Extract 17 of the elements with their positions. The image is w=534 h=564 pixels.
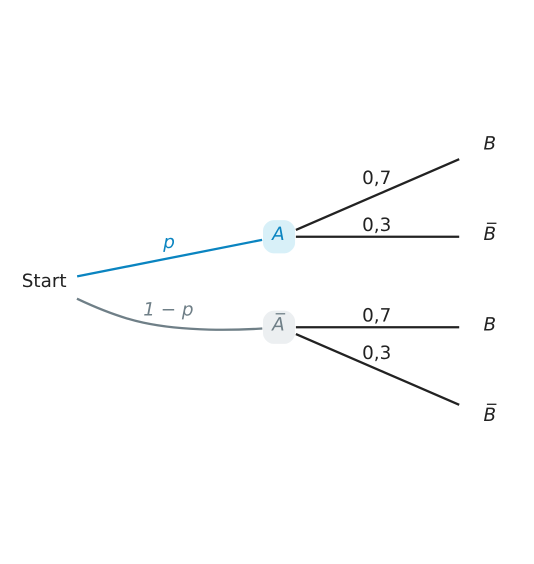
edge-label: 0,3: [362, 214, 392, 236]
connector: [76, 238, 262, 278]
edge-label: 0,7: [362, 305, 392, 326]
connector: [76, 298, 262, 331]
connector: [295, 158, 460, 231]
connector: [296, 326, 460, 328]
edge-label: 0,3: [362, 343, 392, 364]
node-text: B: [484, 314, 496, 336]
node-text: B̅: [484, 224, 496, 245]
edge-label: p: [163, 232, 175, 253]
connector: [296, 236, 460, 238]
node-text: B̅: [484, 405, 496, 426]
connector: [295, 333, 460, 406]
node-text: B: [484, 133, 496, 154]
edge-label: 0,7: [362, 168, 392, 189]
node-text: Start: [22, 270, 67, 292]
edge-label: 1 − p: [143, 300, 194, 321]
